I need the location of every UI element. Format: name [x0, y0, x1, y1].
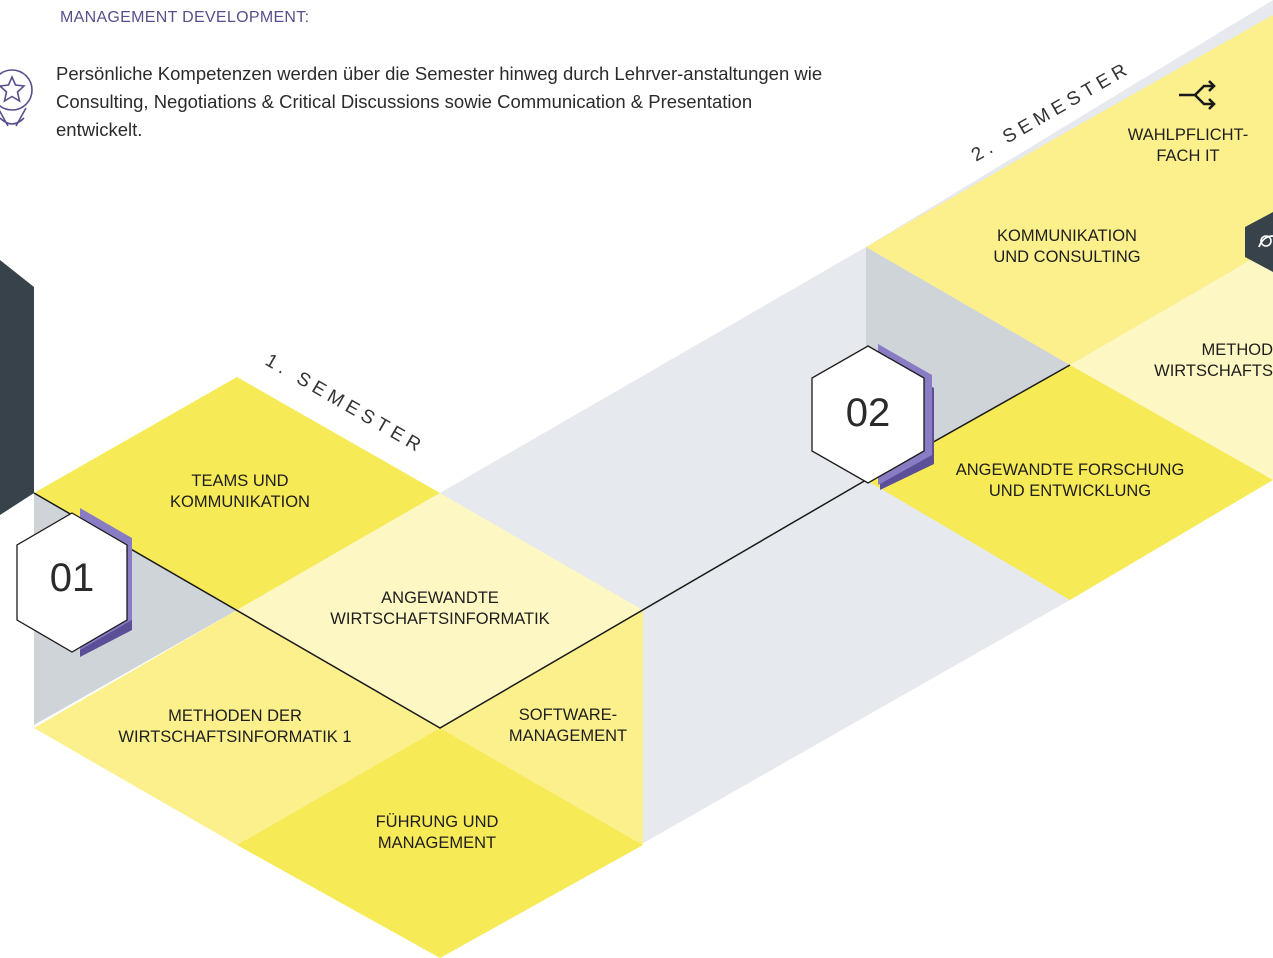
hexagon-02	[811, 344, 934, 490]
module-kommunikation: KOMMUNIKATION UND CONSULTING	[993, 227, 1141, 266]
section-heading: MANAGEMENT DEVELOPMENT:	[60, 9, 310, 26]
award-icon	[0, 69, 33, 127]
intro-text: Persönliche Kompetenzen werden über die …	[56, 63, 823, 140]
module-software: SOFTWARE- MANAGEMENT	[508, 706, 628, 745]
shuffle-icon	[1179, 80, 1216, 110]
module-methoden-2: METHOD WIRTSCHAFTS	[1154, 341, 1273, 380]
tile-software	[440, 610, 643, 845]
tile-teams	[34, 377, 440, 610]
tile-forschung	[866, 365, 1273, 600]
tile-angewandte-wi	[237, 493, 643, 728]
tile-kommunikation	[866, 130, 1273, 365]
module-forschung: ANGEWANDTE FORSCHUNG UND ENTWICKLUNG	[955, 461, 1185, 500]
path-line	[33, 364, 1071, 729]
tile-wahlpflicht	[1070, 15, 1273, 247]
tile-methoden-2	[1070, 247, 1273, 480]
semester-2-number: 02	[845, 391, 891, 435]
module-angewandte-wi: ANGEWANDTE WIRTSCHAFTSINFORMATIK	[330, 589, 550, 628]
semester-1-number: 01	[49, 556, 95, 600]
hexagon-01	[16, 508, 132, 657]
dark-panel	[0, 260, 34, 515]
leaf-icon-tab	[1245, 212, 1273, 272]
module-fuehrung: FÜHRUNG UND MANAGEMENT	[375, 813, 499, 852]
tile-methoden-1	[34, 610, 440, 845]
module-teams: TEAMS UND KOMMUNIKATION	[170, 472, 310, 511]
module-methoden-1: METHODEN DER WIRTSCHAFTSINFORMATIK 1	[118, 707, 352, 746]
module-wahlpflicht: WAHLPFLICHT- FACH IT	[1127, 126, 1249, 165]
tile-fuehrung	[237, 728, 643, 958]
